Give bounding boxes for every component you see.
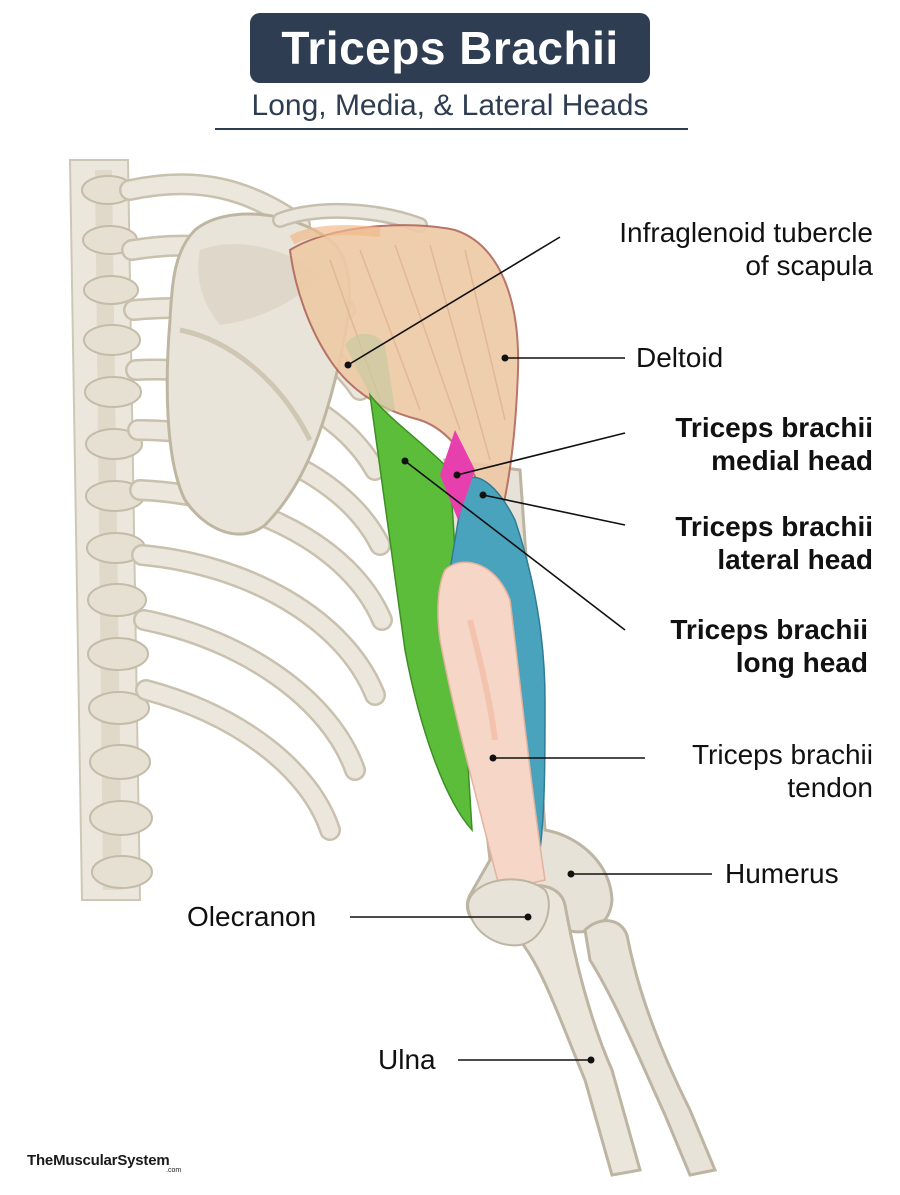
label-line: Triceps brachii xyxy=(670,614,868,645)
ulna-label: Ulna xyxy=(378,1044,436,1075)
lateral-head-label: Triceps brachii lateral head xyxy=(675,510,873,576)
olecranon-process xyxy=(466,878,550,947)
brand-suffix: .com xyxy=(166,1167,182,1174)
label-line: of scapula xyxy=(745,250,873,281)
label-leader-lines xyxy=(347,236,712,1061)
page-subtitle: Long, Media, & Lateral Heads xyxy=(251,89,649,122)
deltoid-label: Deltoid xyxy=(636,342,724,373)
tendon-label: Triceps brachii tendon xyxy=(692,738,873,804)
humerus-label: Humerus xyxy=(725,858,839,889)
label-line: Triceps brachii xyxy=(691,739,873,770)
label-line: medial head xyxy=(711,445,873,476)
title-banner: Triceps Brachii xyxy=(250,13,650,83)
infraglenoid-tubercle xyxy=(345,333,395,415)
triceps-long-head xyxy=(368,392,473,833)
long-head-label: Triceps brachii long head xyxy=(670,613,868,679)
page-title: Triceps Brachii xyxy=(281,22,619,74)
olecranon-label: Olecranon xyxy=(187,901,317,932)
infraglenoid-tubercle-label: Infraglenoid tubercle of scapula xyxy=(619,216,873,282)
label-line: lateral head xyxy=(717,544,873,575)
label-line: Triceps brachii xyxy=(675,412,873,443)
spine xyxy=(68,159,153,901)
label-line: tendon xyxy=(787,772,873,803)
forearm-bones xyxy=(503,884,718,1177)
label-line: Triceps brachii xyxy=(675,511,873,542)
subtitle-underline xyxy=(215,128,688,130)
brand-logo: TheMuscularSystem xyxy=(27,1152,170,1169)
label-line: Infraglenoid tubercle xyxy=(619,217,873,248)
label-anchor-dots xyxy=(344,354,595,1064)
label-line: long head xyxy=(735,647,868,678)
medial-head-label: Triceps brachii medial head xyxy=(675,411,873,477)
